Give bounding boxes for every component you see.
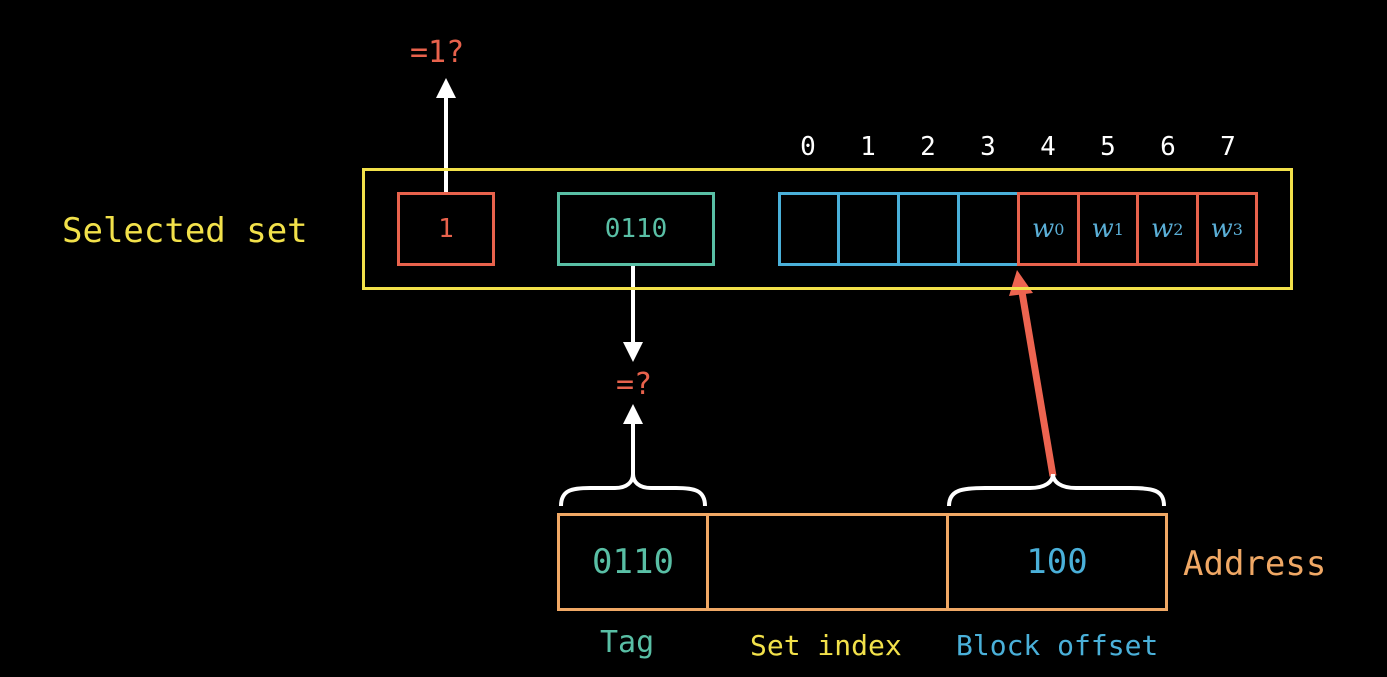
address-set-index-field xyxy=(706,513,949,611)
byte-divider xyxy=(837,192,840,266)
byte-index: 6 xyxy=(1160,132,1176,162)
byte-index-labels: 0 1 2 3 4 5 6 7 xyxy=(778,132,1258,162)
byte-index: 1 xyxy=(860,132,876,162)
valid-check-arrowhead xyxy=(436,78,456,98)
byte-index: 2 xyxy=(920,132,936,162)
word-base: w xyxy=(1210,214,1233,244)
set-tag-value: 0110 xyxy=(604,214,668,244)
byte-index: 3 xyxy=(980,132,996,162)
tag-down-arrowhead xyxy=(623,342,643,362)
word-sub: 3 xyxy=(1232,219,1243,239)
byte-index: 0 xyxy=(800,132,816,162)
address-tag-value: 0110 xyxy=(592,542,674,582)
block-offset-field-label: Block offset xyxy=(956,629,1159,662)
address-tag-field: 0110 xyxy=(557,513,709,611)
tag-field-label: Tag xyxy=(600,625,655,660)
set-index-field-label: Set index xyxy=(750,629,902,662)
byte-index: 4 xyxy=(1040,132,1056,162)
word-base: w xyxy=(1091,214,1114,244)
offset-select-arrow xyxy=(1018,291,1057,477)
address-label: Address xyxy=(1183,544,1327,584)
byte-index: 7 xyxy=(1220,132,1236,162)
valid-bit-value: 1 xyxy=(438,214,454,244)
word-base: w xyxy=(1032,214,1055,244)
word-base: w xyxy=(1151,214,1174,244)
set-tag-box: 0110 xyxy=(557,192,715,266)
address-block-offset-field: 100 xyxy=(946,513,1168,611)
valid-check-label: =1? xyxy=(410,35,465,70)
byte-divider xyxy=(957,192,960,266)
selected-set-label: Selected set xyxy=(62,211,308,251)
byte-index: 5 xyxy=(1100,132,1116,162)
byte-divider xyxy=(897,192,900,266)
tag-brace xyxy=(559,473,707,507)
selected-set-container xyxy=(362,168,1293,290)
address-offset-value: 100 xyxy=(1026,542,1088,582)
word-sub: 1 xyxy=(1113,219,1124,239)
address-tag-up-arrowhead xyxy=(623,404,643,424)
valid-bit-box: 1 xyxy=(397,192,495,266)
tag-compare-label: =? xyxy=(616,367,653,402)
word-sub: 2 xyxy=(1173,219,1184,239)
offset-brace xyxy=(947,473,1166,507)
word-sub: 0 xyxy=(1054,219,1065,239)
